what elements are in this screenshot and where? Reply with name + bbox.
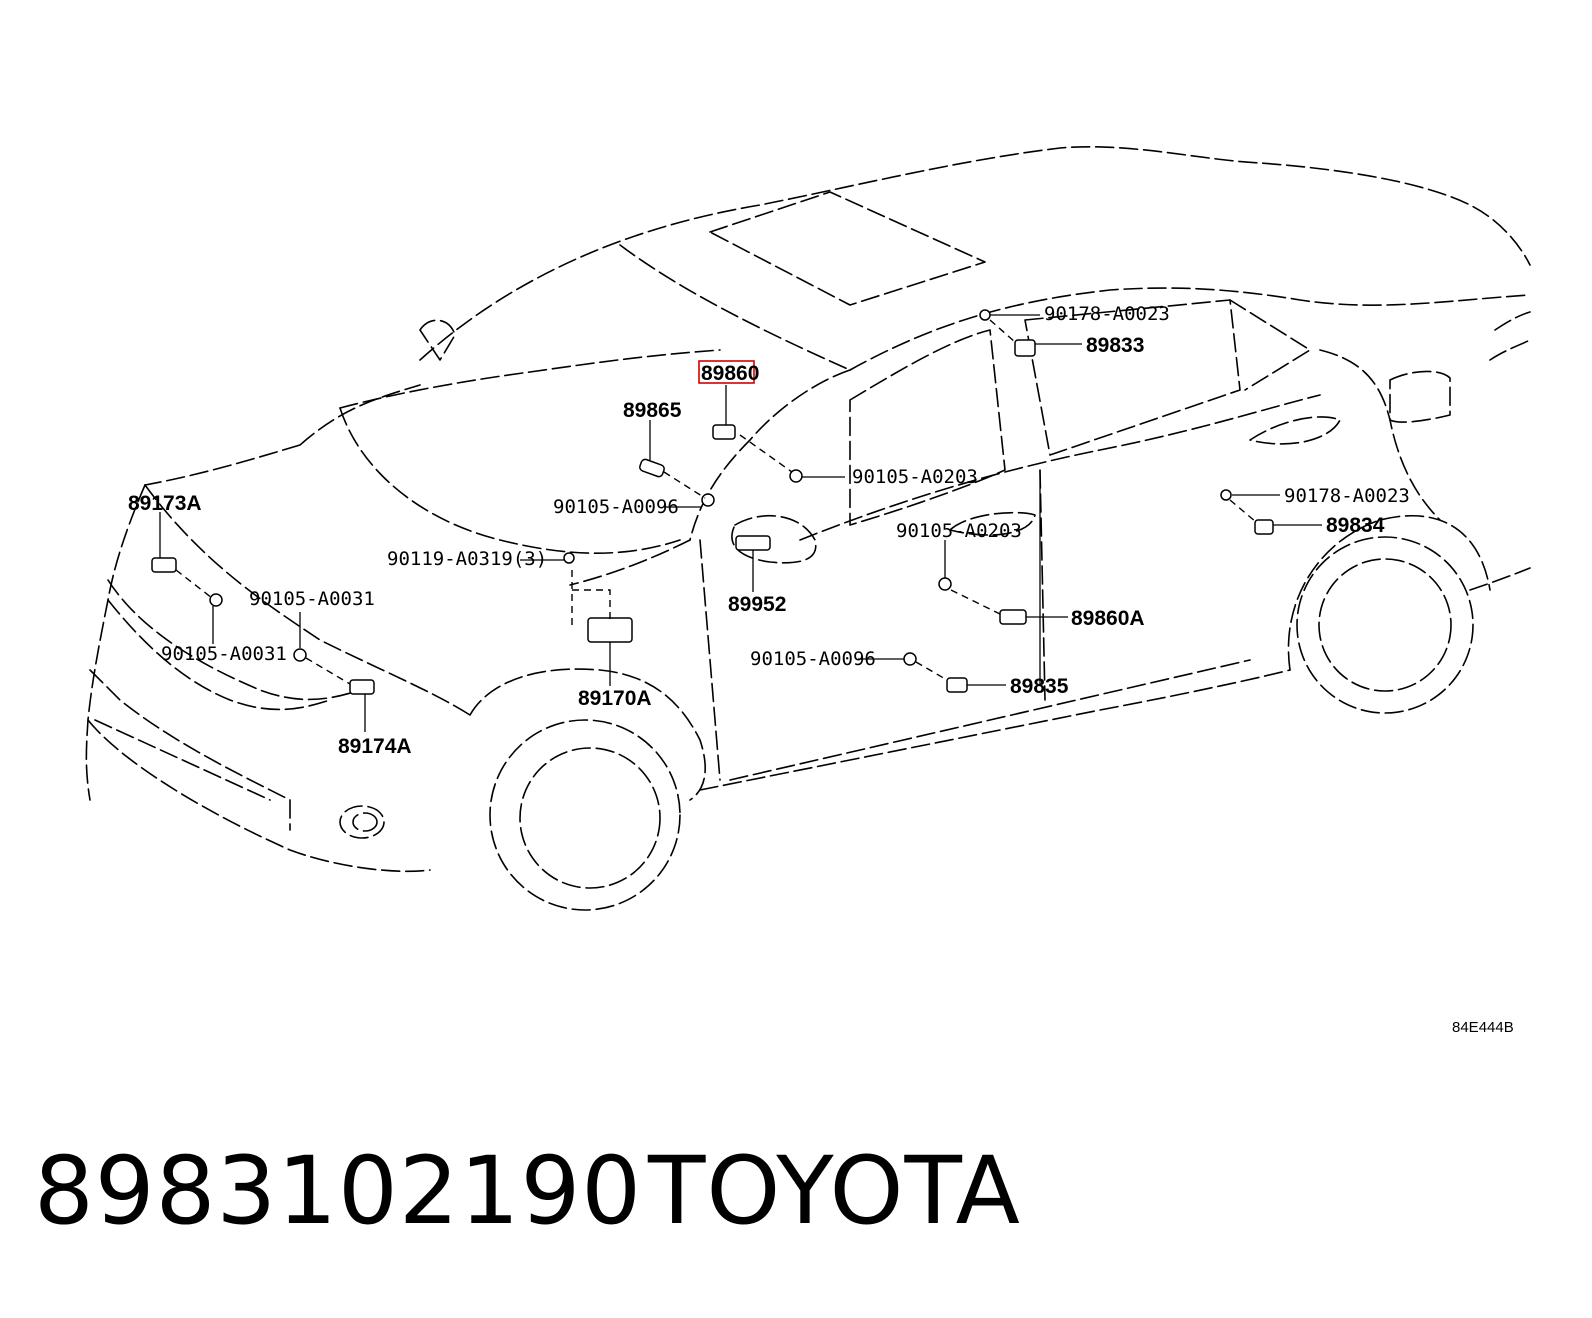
callout-89865[interactable]: 89865 xyxy=(623,399,682,422)
callout-89173a[interactable]: 89173A xyxy=(128,492,202,515)
leader-lines xyxy=(159,314,1322,732)
callout-89833[interactable]: 89833 xyxy=(1086,334,1144,357)
callout-90105-a0096-door[interactable]: 90105-A0096 xyxy=(750,648,876,670)
part-89834 xyxy=(1254,519,1274,535)
callout-89834[interactable]: 89834 xyxy=(1326,514,1385,537)
callout-90119-a0319[interactable]: 90119-A0319(3) xyxy=(387,548,547,570)
bolt-90105-a0096-top xyxy=(701,493,715,507)
bolt-90178-a0023-rear xyxy=(1220,489,1232,501)
callout-89860a[interactable]: 89860A xyxy=(1071,607,1145,630)
highlight-box xyxy=(698,360,755,384)
callout-89860[interactable]: 89860 xyxy=(701,362,759,385)
callout-90178-a0023-rear[interactable]: 90178-A0023 xyxy=(1284,485,1410,507)
callout-89952[interactable]: 89952 xyxy=(728,593,786,616)
callouts: 89860 89865 90105-A0203 90105-A0096 8917… xyxy=(128,303,1410,758)
part-89865 xyxy=(639,458,665,478)
bolt-90105-a0096-door xyxy=(903,652,917,666)
callout-90178-a0023-top[interactable]: 90178-A0023 xyxy=(1044,303,1170,325)
bolt-90119-a0319 xyxy=(563,552,575,564)
bolt-90178-a0023-top xyxy=(979,309,991,321)
part-89170a xyxy=(587,617,633,643)
bolt-90105-a0203-top xyxy=(789,469,803,483)
part-89860 xyxy=(712,424,736,440)
callout-90105-a0031-b[interactable]: 90105-A0031 xyxy=(161,643,287,665)
part-89173a xyxy=(151,557,177,573)
callout-90105-a0096-top[interactable]: 90105-A0096 xyxy=(553,496,679,518)
part-89835 xyxy=(946,677,968,693)
part-number: 8983102190 xyxy=(34,1137,643,1246)
bolt-90105-a0031-b xyxy=(293,648,307,662)
drawing-code: 84E444B xyxy=(1452,1019,1514,1036)
part-89952 xyxy=(735,535,771,551)
callout-90105-a0203-top[interactable]: 90105-A0203 xyxy=(852,466,978,488)
bolt-90105-a0031-a xyxy=(209,593,223,607)
callout-90105-a0031-a[interactable]: 90105-A0031 xyxy=(249,588,375,610)
parts xyxy=(151,309,1274,695)
part-89833 xyxy=(1014,339,1036,357)
car-outline xyxy=(85,145,1531,911)
callout-89170a[interactable]: 89170A xyxy=(578,687,652,710)
callout-89174a[interactable]: 89174A xyxy=(338,735,412,758)
callout-90105-a0203-door[interactable]: 90105-A0203 xyxy=(896,520,1022,542)
callout-89835[interactable]: 89835 xyxy=(1010,675,1069,698)
bolt-90105-a0203-door xyxy=(938,577,952,591)
brand-name: TOYOTA xyxy=(648,1137,1021,1246)
part-89860a xyxy=(999,609,1027,625)
part-89174a xyxy=(349,679,375,695)
